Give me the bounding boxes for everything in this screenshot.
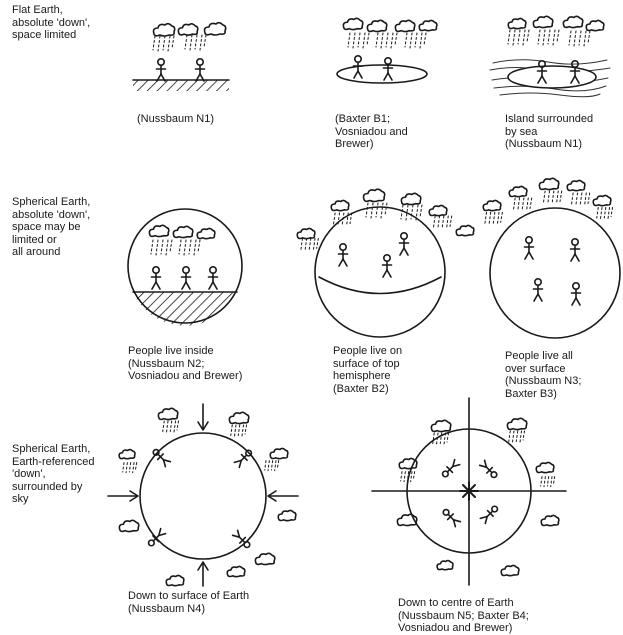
top-hemisphere-icon — [297, 189, 474, 337]
down-to-surface-icon — [108, 404, 298, 586]
hollow-sphere-icon — [128, 209, 242, 326]
all-over-sphere-icon — [483, 178, 620, 338]
flat-disc-icon — [337, 18, 437, 83]
island-icon — [490, 16, 610, 96]
down-to-centre-icon — [372, 398, 566, 585]
flat-ground-icon — [133, 23, 229, 91]
